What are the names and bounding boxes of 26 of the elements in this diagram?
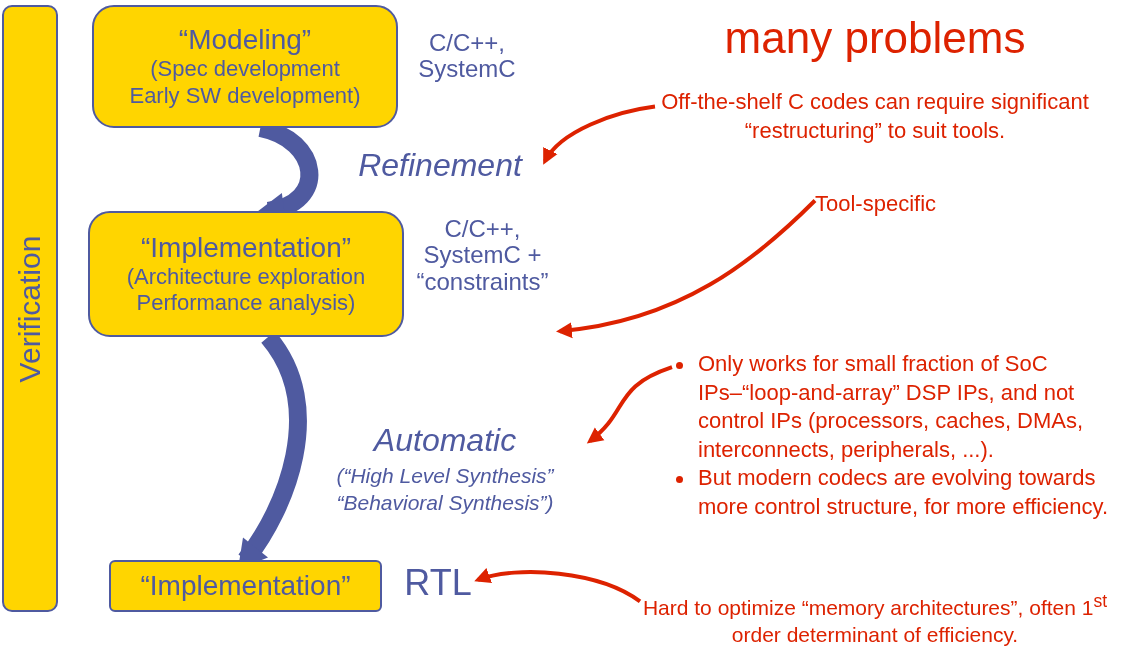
annotation-text: C/C++, SystemC <box>417 30 517 83</box>
stage-box <box>92 5 398 128</box>
problem-note: Tool-specific <box>815 190 965 220</box>
arrow <box>542 104 656 165</box>
method-label: Automatic <box>371 421 518 460</box>
stage-description: (Architecture exploration Performance analysis) <box>125 263 367 317</box>
verification-bar <box>2 5 58 612</box>
bar-label: Verification <box>13 235 47 382</box>
stage-box <box>109 560 382 612</box>
stage-title: “Implementation” <box>140 569 351 603</box>
problem-note: Hard to optimize “memory architectures”, often 1$^{st}$ order determinant of efficiency. <box>640 590 1110 647</box>
arrow <box>556 199 817 338</box>
annotation-text: Refinement <box>335 148 545 192</box>
bullet-note: Only works for small fraction of SoC IPs–“loop-and-array” DSP IPs, and not control IPs (processors, caches, DMAs, interconnects, peripherals, ...). <box>698 351 1084 462</box>
annotation-text: C/C++, SystemC + “constraints” <box>405 216 560 360</box>
annotation-text: RTL <box>398 563 478 611</box>
stage-box <box>88 211 404 337</box>
stage-description: (Spec development Early SW development) <box>128 56 362 109</box>
arrow <box>586 365 673 444</box>
method-note: (“High Level Synthesis” “Behavioral Synthesis”) <box>335 462 556 516</box>
bullet-note: But modern codecs are evolving towards more control structure, for more efficiency. <box>698 465 1108 519</box>
slide-title: many problems <box>723 14 1027 63</box>
stage-title: “Implementation” <box>140 231 352 264</box>
problem-note: Off-the-shelf C codes can require significant “restructuring” to suit tools. <box>655 88 1095 150</box>
stage-title: “Modeling” <box>178 24 312 57</box>
arrow <box>474 568 642 604</box>
